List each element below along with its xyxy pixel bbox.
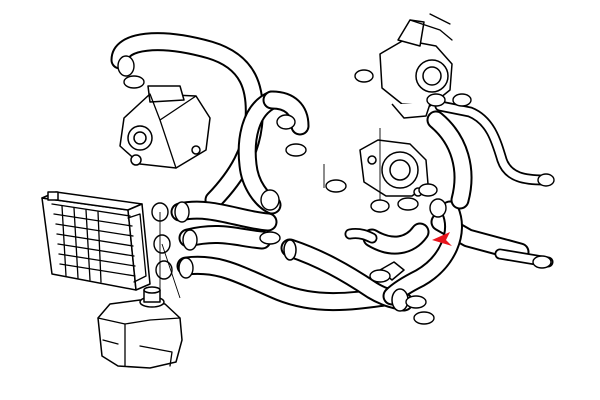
hose-clamp-icon [532, 255, 552, 269]
hose-clamp-icon [452, 93, 472, 107]
hose-clamp-icon [259, 231, 281, 245]
hose-clamp-icon [370, 199, 390, 213]
hose-clamp-icon [418, 183, 438, 197]
hose-clamp-icon [354, 69, 374, 83]
hose-clamp-icon [174, 201, 190, 223]
hose-clamp-icon [260, 189, 280, 211]
thermostat-housing[interactable] [359, 139, 429, 197]
hose-clamps[interactable] [117, 55, 555, 325]
hose-clamp-icon [426, 93, 446, 107]
hose-clamp-icon [285, 143, 307, 157]
leader-lines [159, 128, 381, 300]
hose-clamp-icon [276, 114, 296, 130]
hose-clamp-icon [182, 229, 198, 251]
hose-clamp-icon [123, 75, 145, 89]
hose-clamp-icon [413, 311, 435, 325]
hose-clamp-icon [155, 260, 173, 280]
expansion-tank[interactable] [97, 286, 183, 369]
heater-hoses[interactable] [344, 100, 554, 268]
water-pump[interactable] [119, 85, 211, 169]
throttle-body[interactable] [379, 13, 453, 119]
hose-clamp-icon [117, 55, 135, 77]
hose-clamp-icon [397, 197, 419, 211]
hose-clamp-icon [405, 295, 427, 309]
hose-clamp-icon [369, 269, 391, 283]
red-arrow-icon [432, 232, 452, 246]
hose-clamp-icon [178, 257, 194, 279]
radiator[interactable] [41, 191, 151, 291]
hose-clamp-icon [429, 198, 447, 218]
hose-clamp-icon [537, 173, 555, 187]
hose-clamp-icon [325, 179, 347, 193]
